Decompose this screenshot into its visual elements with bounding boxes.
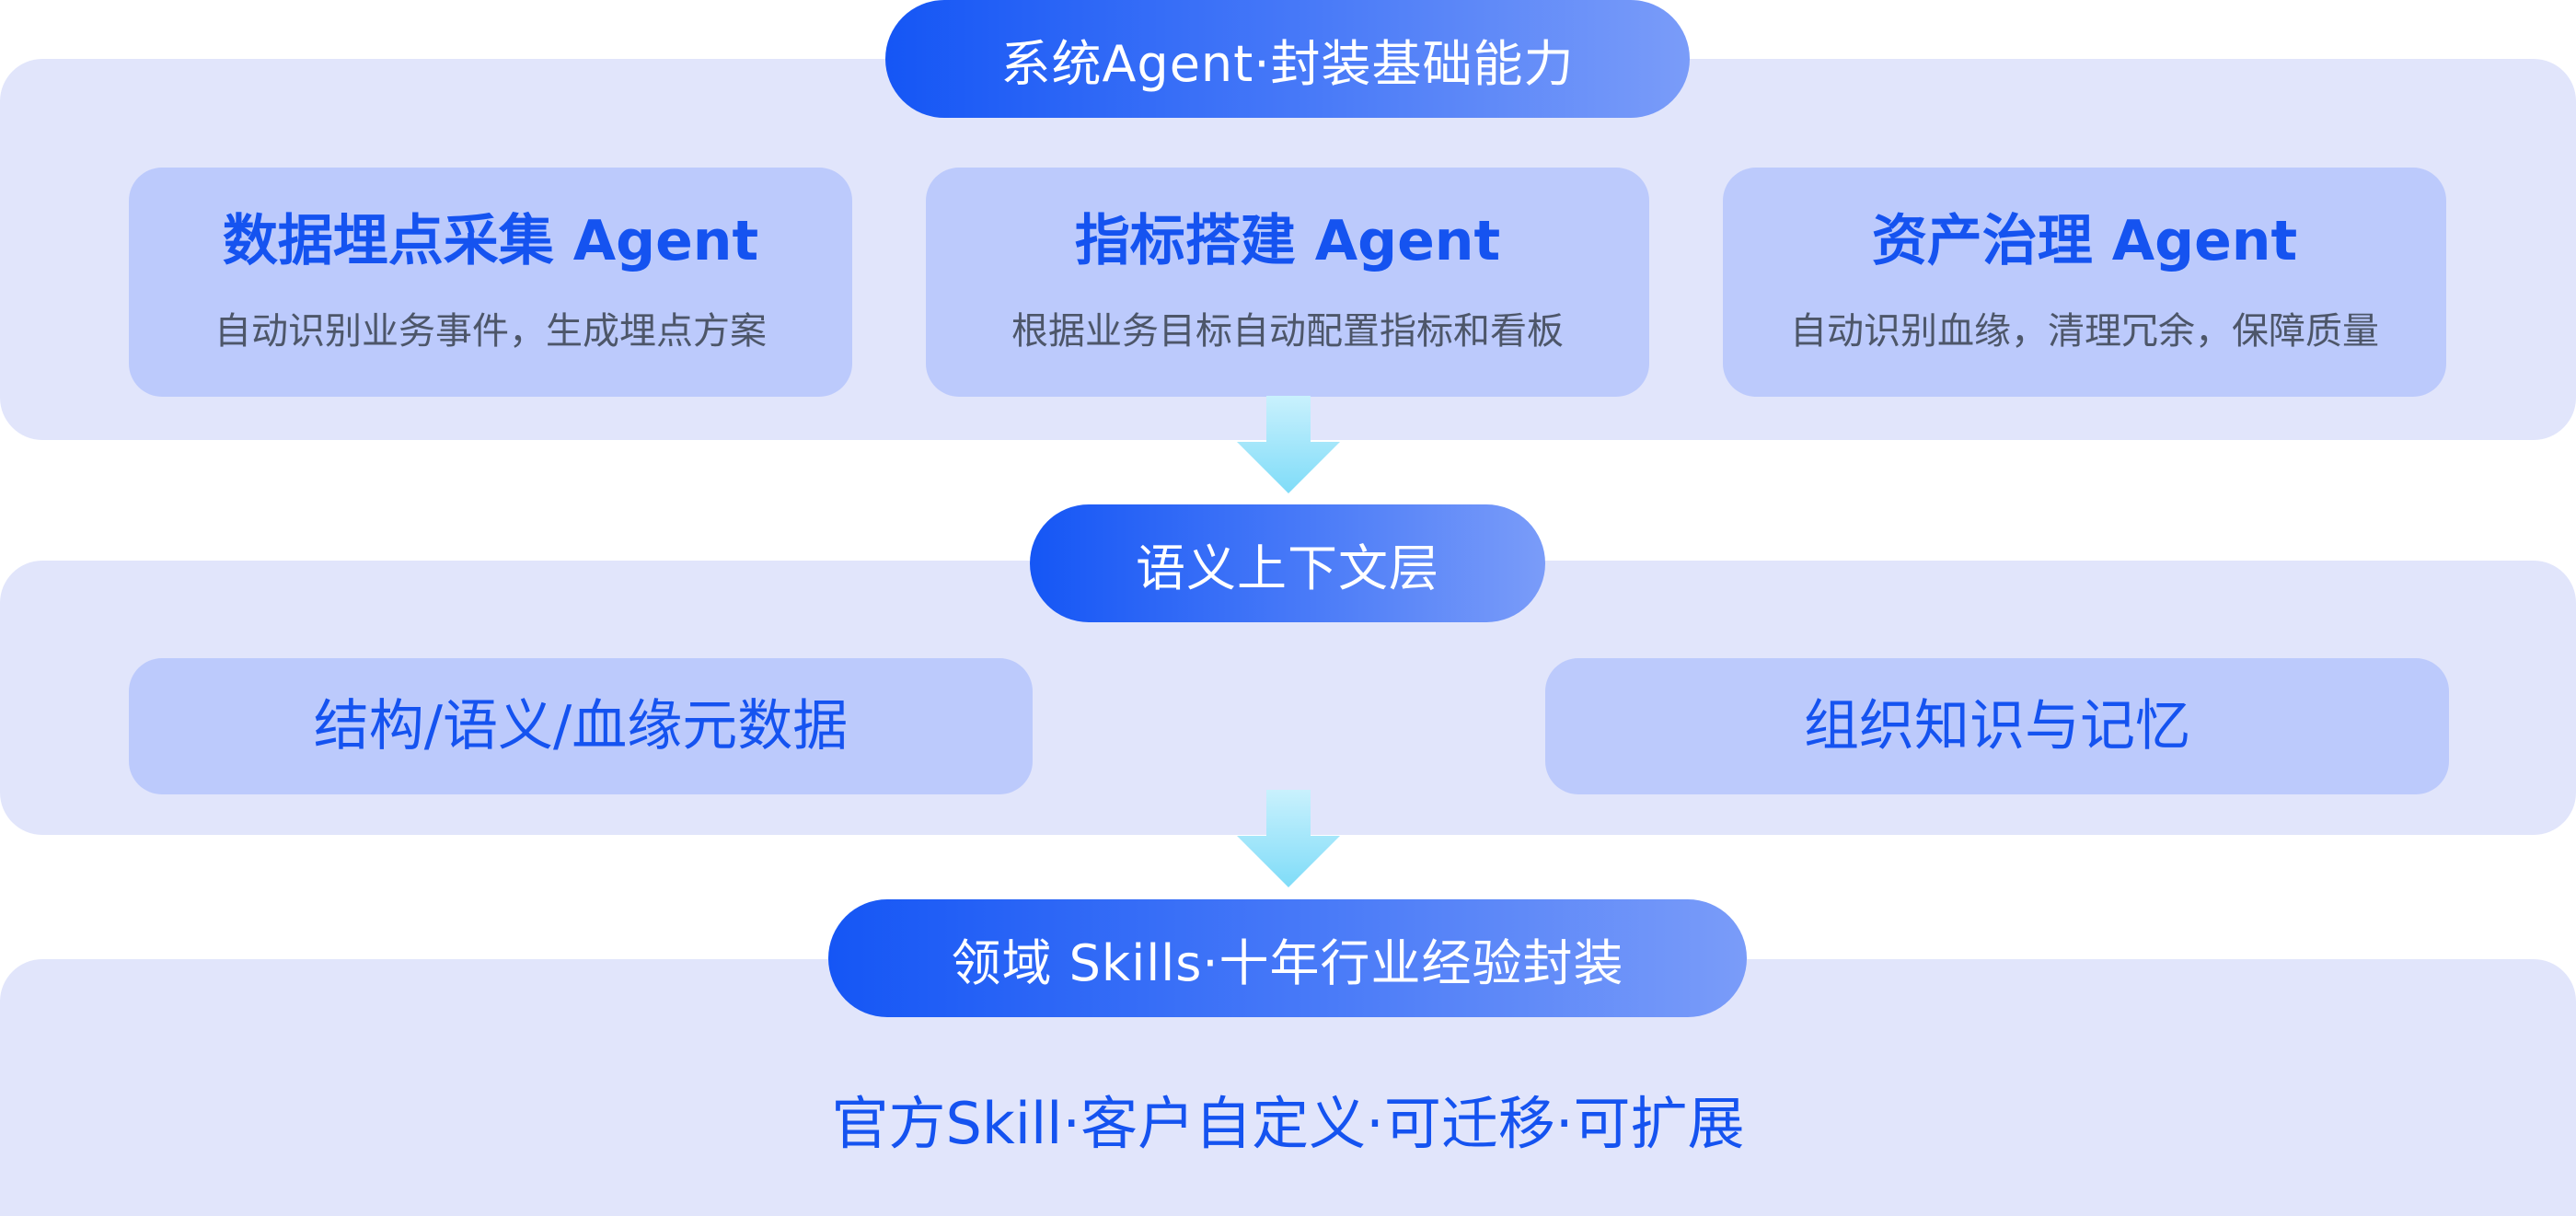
semantic-context-pill: 语义上下文层 [1030, 504, 1545, 622]
domain-skills-description: 官方Skill·客户自定义·可迁移·可扩展 [831, 1090, 1745, 1157]
agent-card-metrics: 指标搭建 Agent 根据业务目标自动配置指标和看板 [926, 168, 1649, 397]
org-knowledge-card: 组织知识与记忆 [1545, 658, 2449, 794]
down-arrow-icon [1237, 790, 1340, 887]
agent-card-governance: 资产治理 Agent 自动识别血缘，清理冗余，保障质量 [1723, 168, 2446, 397]
agent-card-title: 指标搭建 Agent [1074, 209, 1501, 273]
agent-card-title: 资产治理 Agent [1871, 209, 2298, 273]
agent-card-desc: 自动识别血缘，清理冗余，保障质量 [1790, 310, 2379, 353]
metadata-card-title: 结构/语义/血缘元数据 [313, 693, 849, 759]
agent-card-desc: 根据业务目标自动配置指标和看板 [1011, 310, 1564, 353]
agent-card-tracking: 数据埋点采集 Agent 自动识别业务事件，生成埋点方案 [129, 168, 852, 397]
agent-card-title: 数据埋点采集 Agent [222, 209, 759, 273]
metadata-card: 结构/语义/血缘元数据 [129, 658, 1033, 794]
down-arrow-icon [1237, 396, 1340, 493]
agent-card-desc: 自动识别业务事件，生成埋点方案 [214, 310, 767, 353]
domain-skills-pill: 领域 Skills·十年行业经验封装 [828, 899, 1747, 1017]
org-knowledge-card-title: 组织知识与记忆 [1804, 693, 2190, 759]
system-agent-pill: 系统Agent·封装基础能力 [885, 0, 1690, 118]
